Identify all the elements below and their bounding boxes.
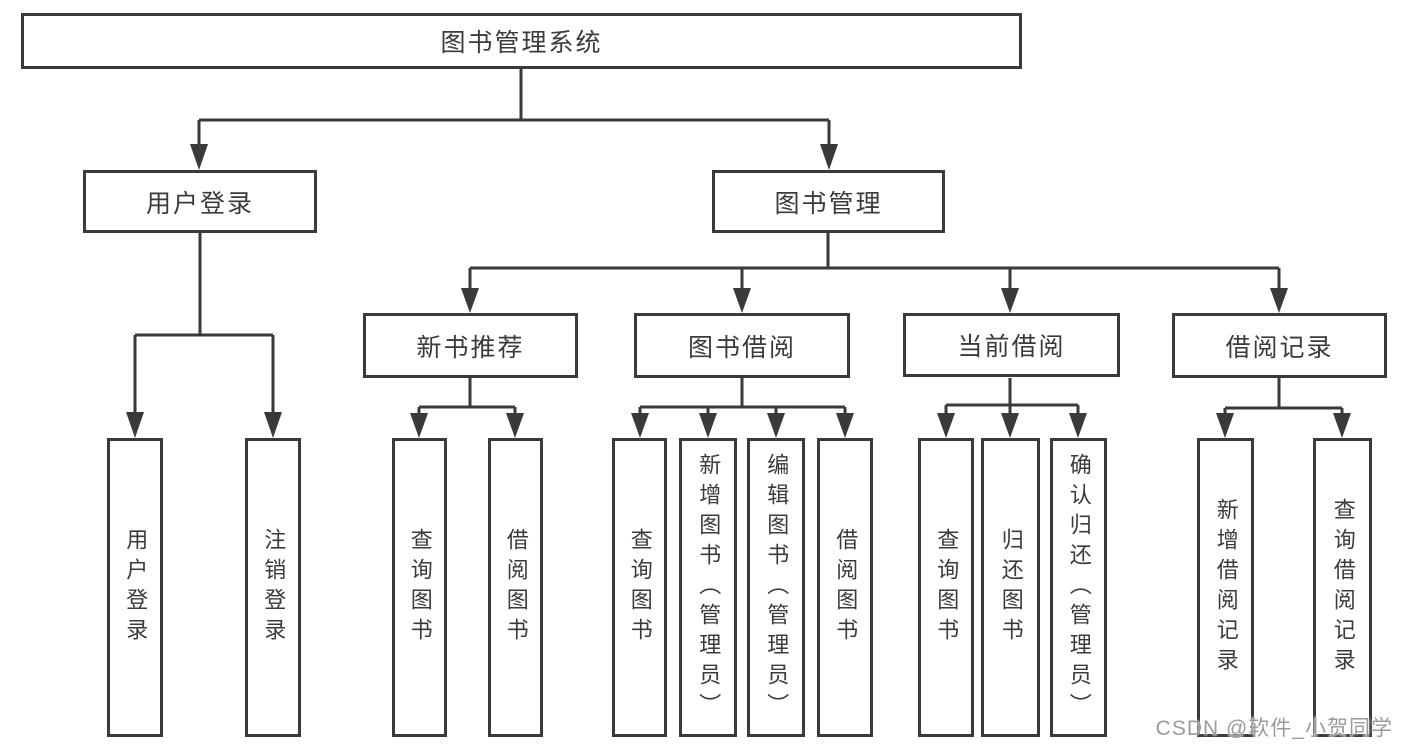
leaf-query-books-2: 查询图书: [612, 438, 667, 737]
connector-current-borrow: [944, 378, 1080, 418]
connector-new-book-recommend: [417, 378, 517, 418]
node-root-system: 图书管理系统: [21, 13, 1022, 69]
connector-root: [197, 69, 831, 150]
leaf-query-books-3: 查询图书: [918, 438, 974, 737]
node-book-management: 图书管理: [712, 170, 945, 233]
connector-book-management: [468, 233, 1281, 292]
connector-book-borrow: [638, 378, 847, 418]
node-new-book-recommend: 新书推荐: [363, 313, 578, 378]
leaf-query-books-1: 查询图书: [392, 438, 447, 737]
leaf-confirm-return-admin: 确认归还（管理员）: [1050, 438, 1107, 737]
leaf-borrow-books-1: 借阅图书: [488, 438, 543, 737]
arrowheads-book-borrow: [631, 413, 854, 438]
arrowheads-user-login: [126, 412, 282, 438]
node-current-borrow: 当前借阅: [903, 313, 1120, 377]
node-borrow-records: 借阅记录: [1172, 313, 1387, 378]
arrowheads-borrow-records: [1216, 413, 1351, 438]
leaf-user-login: 用户登录: [107, 438, 163, 737]
leaf-return-books: 归还图书: [981, 438, 1040, 737]
node-user-login: 用户登录: [83, 170, 317, 233]
leaf-add-books-admin: 新增图书（管理员）: [679, 438, 737, 737]
arrowheads-new-book-recommend: [410, 413, 524, 438]
watermark: CSDN @软件_小贺同学: [1155, 717, 1393, 740]
arrowheads-book-management: [461, 288, 1288, 313]
leaf-add-borrow-record: 新增借阅记录: [1197, 438, 1254, 737]
leaf-logout: 注销登录: [245, 438, 301, 737]
arrowheads-root: [190, 144, 838, 170]
leaf-query-borrow-record: 查询借阅记录: [1313, 438, 1372, 737]
connector-borrow-records: [1223, 378, 1344, 418]
leaf-borrow-books-2: 借阅图书: [817, 438, 873, 737]
arrowheads-current-borrow: [937, 413, 1087, 438]
node-book-borrow: 图书借阅: [634, 313, 850, 378]
leaf-edit-books-admin: 编辑图书（管理员）: [747, 438, 805, 737]
connector-user-login: [133, 233, 275, 418]
